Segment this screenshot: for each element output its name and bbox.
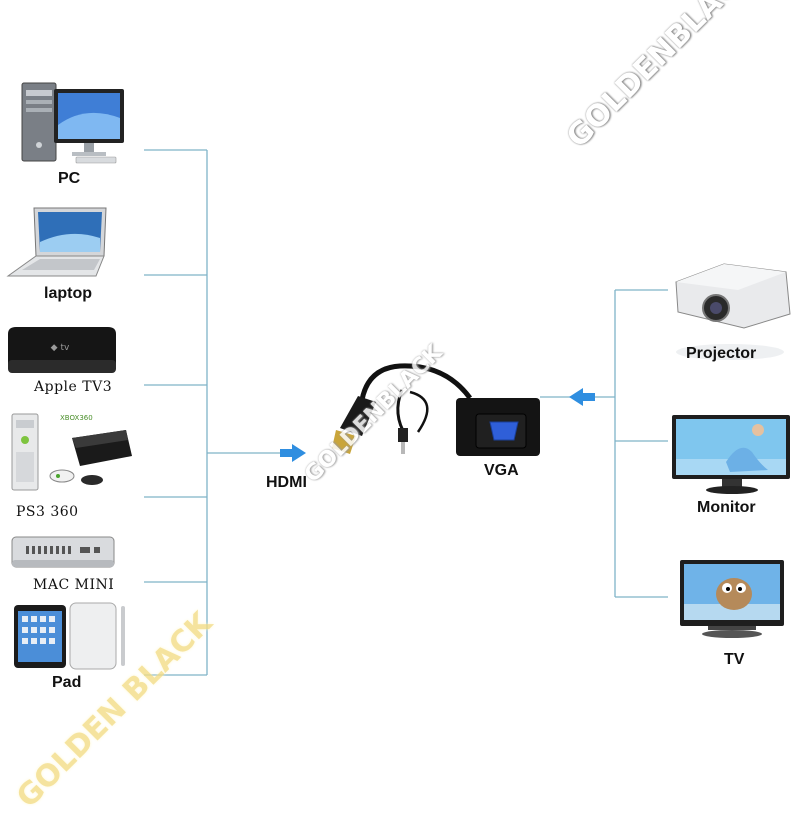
monitor-icon xyxy=(672,415,790,494)
pad-icon xyxy=(14,602,125,670)
label-ps3-360: PS3 360 xyxy=(16,504,79,520)
label-apple-tv: Apple TV3 xyxy=(34,379,113,395)
label-tv: TV xyxy=(724,651,745,668)
xbox-logo-icon: XBOX360 xyxy=(60,414,93,422)
label-pc: PC xyxy=(58,170,81,187)
label-monitor: Monitor xyxy=(697,499,756,516)
arrow-right-icon xyxy=(280,444,306,462)
connector-lines xyxy=(144,149,668,676)
projector-icon xyxy=(675,263,791,360)
tv-icon xyxy=(680,560,784,638)
pc-icon xyxy=(21,82,124,164)
label-hdmi: HDMI xyxy=(266,474,307,491)
mac-mini-icon xyxy=(11,536,115,568)
svg-text:◆ tv: ◆ tv xyxy=(51,343,70,353)
label-laptop: laptop xyxy=(44,285,92,302)
label-mac-mini: MAC MINI xyxy=(33,577,115,593)
label-projector: Projector xyxy=(686,345,757,362)
laptop-icon xyxy=(6,207,107,277)
label-vga: VGA xyxy=(484,462,519,479)
arrow-left-icon xyxy=(569,388,595,406)
hdmi-vga-adapter-icon xyxy=(332,363,540,456)
console-icon: XBOX360 xyxy=(11,413,132,491)
apple-tv-icon: ◆ tv xyxy=(8,327,116,373)
label-pad: Pad xyxy=(52,674,82,691)
